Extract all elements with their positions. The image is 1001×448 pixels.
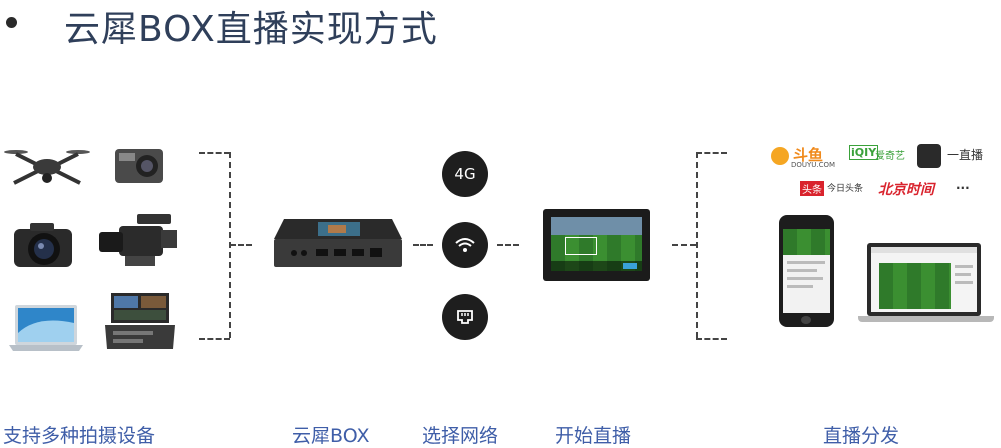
action-camera-icon [115, 149, 163, 183]
iqiyi-name: 爱奇艺 [875, 151, 905, 162]
caption-network: 选择网络 [422, 425, 499, 447]
douyu-logo: 斗鱼 DOUYU.COM [771, 145, 836, 171]
yizhibo-name: 一直播 [947, 148, 984, 162]
title-bullet [6, 17, 17, 28]
bjtime-logo: 北京时间 [878, 179, 944, 199]
network-4g-label: 4G [454, 165, 476, 183]
laptop-display-device [867, 243, 981, 316]
iqiyi-mark: iQIY [849, 145, 879, 160]
yunxi-box-device [274, 219, 402, 267]
camcorder-icon [99, 214, 177, 266]
douyu-name: 斗鱼 [793, 146, 824, 164]
ethernet-icon [442, 294, 488, 340]
video-switcher-icon [105, 293, 175, 349]
toutiao-name: 今日头条 [827, 184, 864, 194]
connector-box-network [413, 244, 433, 246]
bracket-top [199, 152, 230, 154]
caption-devices: 支持多种拍摄设备 [3, 425, 156, 447]
caption-box: 云犀BOX [292, 425, 370, 447]
live-monitor-screen [551, 217, 642, 271]
laptop-display-screen [871, 247, 977, 312]
wifi-icon [442, 222, 488, 268]
smartphone-device [779, 215, 834, 327]
more-platforms-ellipsis: ... [956, 178, 970, 192]
caption-start: 开始直播 [555, 425, 632, 447]
caption-distribute: 直播分发 [823, 425, 900, 447]
douyu-domain: DOUYU.COM [791, 161, 836, 169]
yizhibo-logo: 一直播 [917, 144, 991, 170]
laptop-icon [9, 305, 83, 351]
page-title: 云犀BOX直播实现方式 [64, 9, 438, 50]
connector-network-screen [497, 244, 519, 246]
connector-screen-platforms [672, 244, 696, 246]
dslr-camera-icon [14, 223, 72, 267]
laptop-base [858, 316, 994, 322]
network-4g-icon: 4G [442, 151, 488, 197]
bracket2-bottom [696, 338, 727, 340]
drone-icon [4, 150, 90, 185]
bracket-bottom [199, 338, 230, 340]
toutiao-logo: 头条 今日头条 [800, 181, 866, 199]
toutiao-mark: 头条 [800, 181, 824, 196]
bracket2-vertical [696, 152, 698, 338]
live-monitor-device [543, 209, 650, 281]
smartphone-screen [783, 229, 830, 313]
bjtime-name: 北京时间 [878, 182, 934, 198]
iqiyi-logo: iQIY 爱奇艺 [849, 145, 907, 171]
bracket2-top [696, 152, 727, 154]
connector-devices-box [230, 244, 252, 246]
